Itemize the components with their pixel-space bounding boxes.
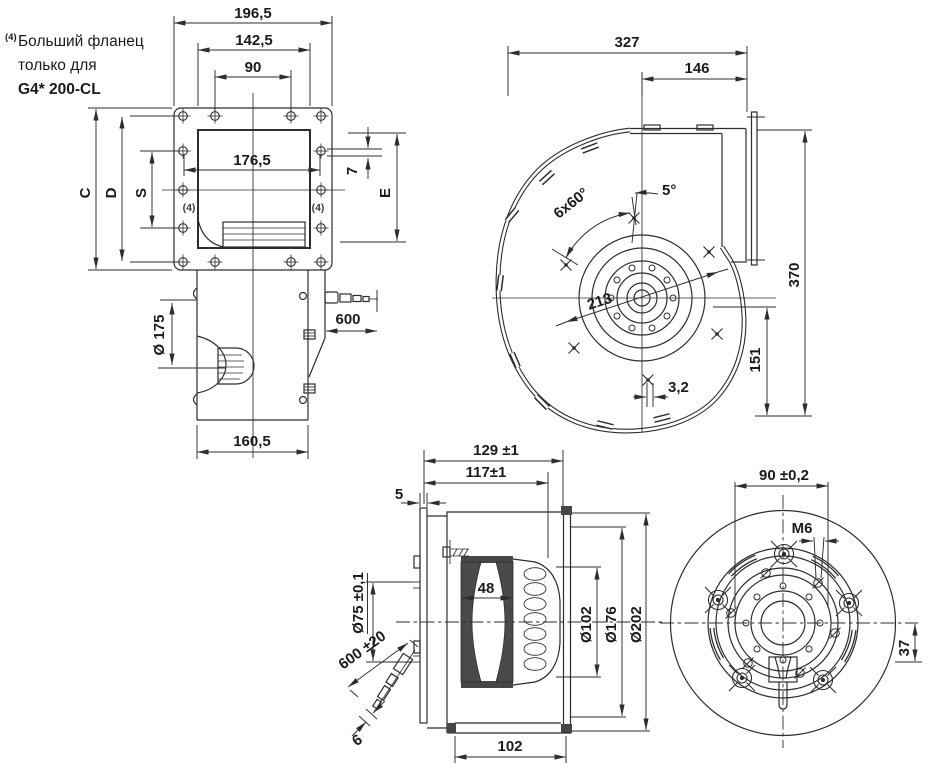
dim-tilt-angle: 5° [662,182,676,199]
dim-impeller-diameter-side: Ø202 [628,606,645,643]
dim-inner-hole-spacing: 90 [245,59,262,76]
dim-housing-depth: 160,5 [233,433,271,450]
dim-overall-width: 196,5 [234,5,272,22]
rear-view: 90 ±0,2 M6 37 [660,467,922,748]
hole-note-left: (4) [183,202,196,214]
front-view: 196,5 142,5 90 (4) (4) 176,5 7 E C D S [77,5,406,459]
dim-outlet-flange-width: 146 [684,60,709,77]
side-view: 129 ±1 117±1 5 48 Ø102 Ø176 Ø202 102 [335,442,664,763]
dim-inlet-diameter: Ø 175 [151,315,168,356]
dim-hole-offset: 7 [344,167,361,175]
dim-cutoff-gap: 3,2 [668,379,689,396]
dim-height-c: C [77,187,94,198]
dim-overall-height: 370 [786,262,803,287]
dim-cable-offset: 37 [896,640,913,657]
hole-note-right: (4) [312,202,325,214]
screw-detail [442,540,469,564]
dim-height-d: D [103,187,120,198]
dim-thread-size: M6 [792,520,813,537]
dim-stator-width: 48 [478,580,495,597]
dim-mounting-hole-spacing: 90 ±0,2 [759,467,809,484]
dim-hole-span-s: S [133,188,150,198]
dim-bolt-pattern: 6x60° [550,185,591,223]
terminal-screws [303,329,316,394]
cable-connector [324,290,378,312]
note-marker: (4) [5,32,17,43]
dim-outlet-height-e: E [377,188,394,198]
dim-impeller-diameter: 213 [585,290,614,314]
dim-hub-diameter: Ø176 [603,606,620,643]
dim-flange-thickness: 5 [395,486,403,503]
dim-flange-hole-spacing: 142,5 [235,32,273,49]
dim-cable-length: 600 [335,311,360,328]
note-line3: G4* 200-CL [18,81,101,98]
dim-outlet-offset: 151 [747,347,764,372]
note-block: (4) Больший фланец только для G4* 200-CL [5,32,144,98]
note-line2: только для [18,57,97,74]
dim-scroll-overall-width: 327 [614,34,639,51]
dim-spigot-diameter: Ø75 ±0,1 [350,572,367,634]
dim-housing-width: 102 [497,738,522,755]
note-line1: Больший фланец [18,33,144,50]
scroll-view: 327 146 370 151 6x60° 5° 213 3,2 [492,34,812,434]
dim-inlet-opening: 176,5 [233,152,271,169]
cable-assembly [371,649,416,713]
dim-rotor-diameter: Ø102 [578,606,595,643]
dim-cable-diameter: 6 [349,731,366,750]
dim-total-depth: 129 ±1 [473,442,519,459]
scroll-clips [496,142,671,430]
dim-motor-depth: 117±1 [466,464,507,481]
